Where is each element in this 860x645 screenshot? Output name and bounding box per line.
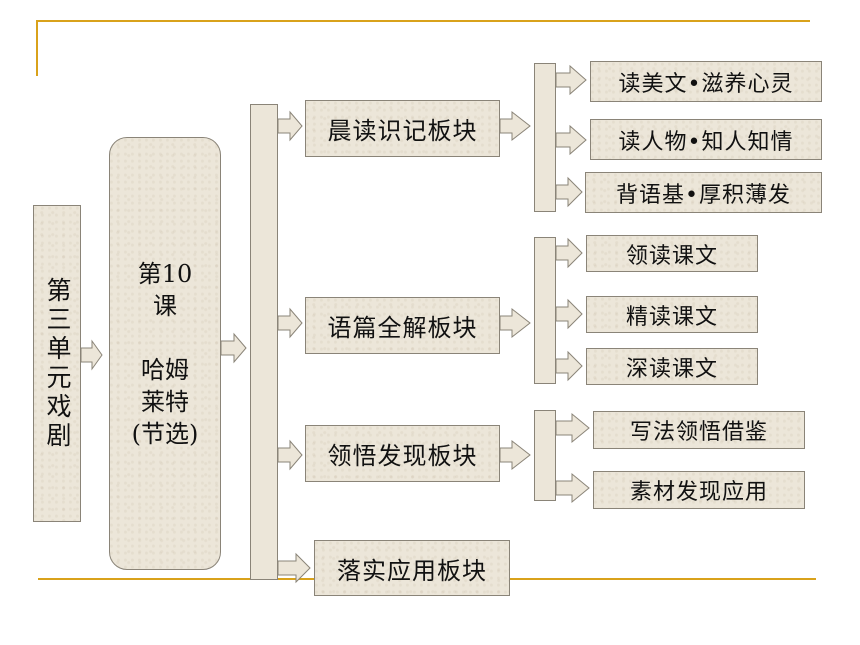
lesson-number: 第10	[137, 259, 193, 288]
category-insight: 领悟发现板块	[305, 425, 500, 482]
leaf-lead-reading: 领读课文	[586, 235, 758, 272]
leaf-material-discovery: 素材发现应用	[593, 471, 805, 509]
arrow-right-icon	[499, 439, 531, 471]
category-morning-reading: 晨读识记板块	[305, 100, 500, 157]
arrow-right-icon	[555, 176, 583, 208]
arrow-right-icon	[555, 124, 587, 156]
main-bracket-bar	[250, 104, 278, 580]
arrow-right-icon	[277, 110, 303, 142]
top-rule-horizontal	[36, 20, 810, 22]
arrow-right-icon	[277, 307, 303, 339]
category-text-analysis: 语篇全解板块	[305, 297, 500, 354]
leaf-read-character: 读人物•知人知情	[590, 119, 822, 160]
arrow-right-icon	[80, 339, 103, 371]
arrow-right-icon	[555, 298, 583, 330]
arrow-right-icon	[555, 64, 587, 96]
lesson-label: 课	[153, 291, 177, 320]
top-rule-vertical	[36, 20, 38, 76]
leaf-writing-insight: 写法领悟借鉴	[593, 411, 805, 449]
arrow-right-icon	[277, 439, 303, 471]
arrow-right-icon	[499, 110, 531, 142]
leaf-read-essay: 读美文•滋养心灵	[590, 61, 822, 102]
sub-bracket-bar-3	[534, 410, 556, 501]
arrow-right-icon	[499, 307, 531, 339]
arrow-right-icon	[555, 472, 590, 504]
leaf-deep-reading: 深读课文	[586, 348, 758, 385]
category-application: 落实应用板块	[314, 540, 510, 596]
arrow-right-icon	[277, 552, 311, 584]
arrow-right-icon	[220, 332, 247, 364]
arrow-right-icon	[555, 412, 590, 444]
lesson-subtitle: (节选)	[131, 419, 199, 448]
arrow-right-icon	[555, 350, 583, 382]
lesson-box: 第10 课 哈姆 莱特 (节选)	[109, 137, 221, 570]
leaf-basics: 背语基•厚积薄发	[585, 172, 822, 213]
lesson-title-1: 哈姆	[141, 355, 189, 384]
unit-box: 第三单元戏剧	[33, 205, 81, 522]
leaf-close-reading: 精读课文	[586, 296, 758, 333]
lesson-title-2: 莱特	[141, 387, 189, 416]
arrow-right-icon	[555, 237, 583, 269]
